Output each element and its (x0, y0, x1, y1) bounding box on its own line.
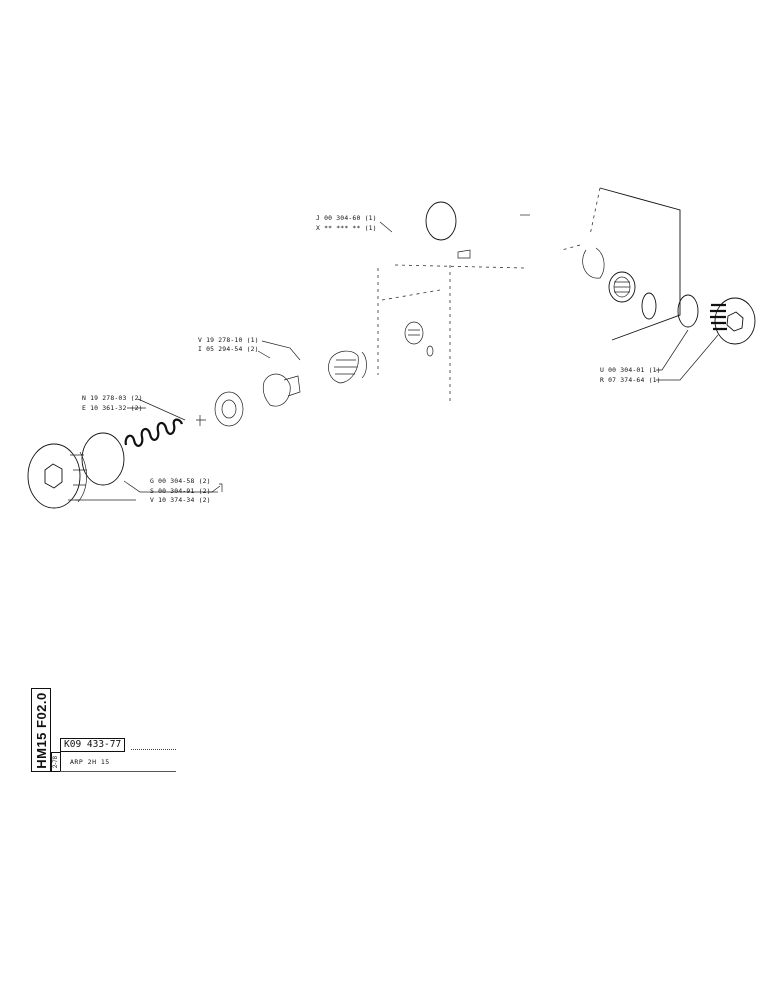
leader-lines (75, 221, 719, 501)
top-o-ring (425, 201, 457, 241)
left-plug (27, 443, 87, 509)
callout-valve-1: V 19 278-10 (1) (198, 336, 259, 344)
sub-code-box: 2-78 (51, 752, 61, 772)
callout-plug-left-2: S 00 304-91 (2) (150, 487, 211, 495)
valve-spool-parts (196, 350, 367, 427)
page-code: HM15 F02.0 (33, 691, 49, 769)
compression-spring (124, 418, 184, 447)
callout-spring-1: N 19 278-03 (2) (82, 394, 143, 402)
callout-plug-left-1: G 00 304-58 (2) (150, 477, 211, 485)
description-rule (60, 771, 176, 772)
page-code-box: HM15 F02.0 (31, 688, 51, 772)
callout-top-ring-1: J 00 304-60 (1) (316, 214, 377, 222)
callout-valve-2: I 05 294-54 (2) (198, 345, 259, 353)
sub-code: 2-78 (53, 755, 60, 769)
callout-spring-2: E 10 361-32 (2) (82, 404, 143, 412)
callout-plug-right-2: R 07 374-64 (1) (600, 376, 661, 384)
callout-plug-right-1: U 00 304-01 (1) (600, 366, 661, 374)
document-number: K09 433-77 (60, 738, 126, 752)
valve-housing-block (561, 187, 699, 341)
central-valve-body (377, 214, 530, 405)
right-plug (710, 297, 756, 345)
callout-top-ring-2: X ** *** ** (1) (316, 224, 377, 232)
callout-plug-left-3: V 10 374-34 (2) (150, 496, 211, 504)
assembly-description: ARP 2H 15 (70, 758, 110, 766)
left-o-ring (81, 432, 125, 486)
doc-number-rule (131, 749, 176, 750)
